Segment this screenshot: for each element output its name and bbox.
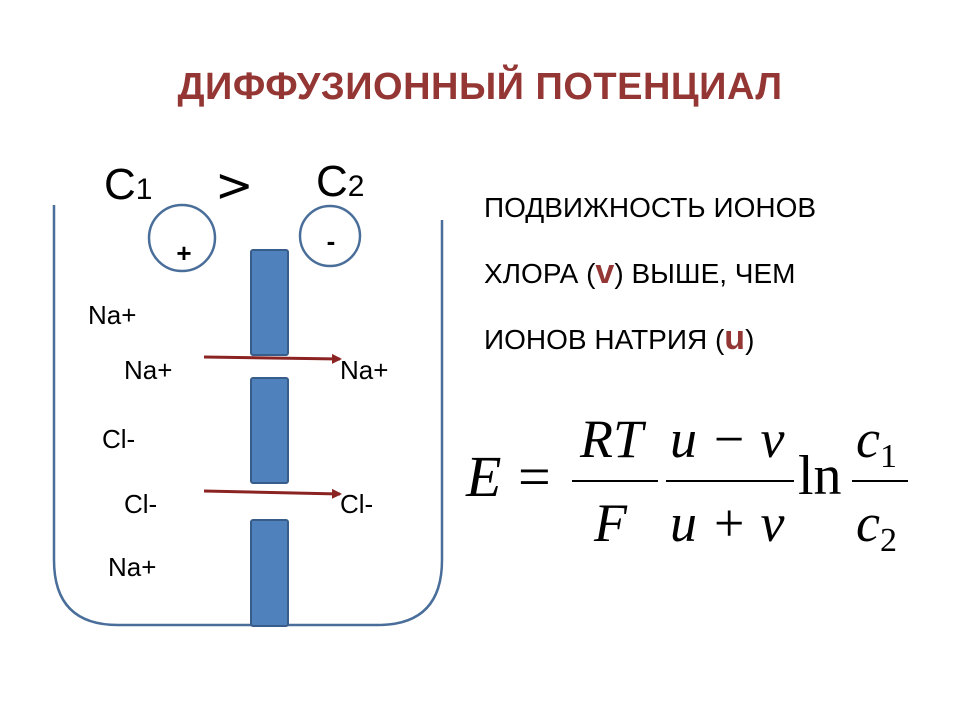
membrane-segment-top — [250, 249, 289, 356]
ion-label-cl-right: Cl- — [340, 489, 374, 519]
ion-label-na-right: Na+ — [340, 355, 389, 385]
description-line-1: ПОДВИЖНОСТЬ ИОНОВ — [484, 192, 817, 223]
formula-denominator-f: F — [594, 493, 627, 553]
formula-equals: = — [518, 444, 551, 509]
formula-lhs: E — [466, 444, 502, 509]
ion-label-na-left-bottom: Na+ — [108, 552, 157, 582]
formula-numerator-c1: c1 — [856, 409, 897, 475]
formula-numerator-rt: RT — [580, 409, 644, 469]
positive-charge-label: + — [176, 238, 192, 268]
chloride-arrow — [203, 488, 342, 499]
formula-ln: ln — [798, 445, 842, 507]
mobility-description: ПОДВИЖНОСТЬ ИОНОВ ХЛОРА (v) ВЫШЕ, ЧЕМ ИО… — [484, 176, 944, 372]
ion-label-na-left-top: Na+ — [88, 300, 137, 330]
ion-label-na-left-arrow: Na+ — [124, 355, 173, 385]
formula-fraction-bar-2 — [666, 480, 794, 482]
membrane-segment-middle — [250, 377, 289, 484]
description-line-2: ХЛОРА (v) ВЫШЕ, ЧЕМ — [484, 253, 796, 291]
negative-charge-circle — [298, 204, 362, 268]
formula-denominator-u-plus-v: u + v — [670, 493, 785, 553]
negative-charge-label: - — [326, 226, 336, 256]
ion-label-cl-left: Cl- — [102, 424, 136, 454]
ion-label-cl-left-arrow: Cl- — [124, 489, 158, 519]
concentration-c1: C1 — [104, 160, 153, 209]
positive-charge-circle — [147, 203, 217, 273]
vessel-outline — [52, 205, 444, 627]
formula-denominator-c2: c2 — [856, 493, 897, 559]
formula-fraction-bar-3 — [852, 480, 908, 482]
concentration-c2: C2 — [316, 157, 365, 206]
description-line-3: ИОНОВ НАТРИЯ (u) — [484, 319, 755, 357]
slide-title: ДИФФУЗИОННЫЙ ПОТЕНЦИАЛ — [177, 66, 783, 108]
membrane-segment-bottom — [250, 519, 289, 627]
greater-than-sign: > — [215, 158, 254, 212]
formula-numerator-u-minus-v: u − v — [670, 409, 785, 469]
diffusion-potential-formula: E = RT F u − v u + v ln c1 c2 — [458, 396, 928, 586]
sodium-arrow — [203, 353, 342, 364]
formula-fraction-bar-1 — [572, 480, 658, 482]
